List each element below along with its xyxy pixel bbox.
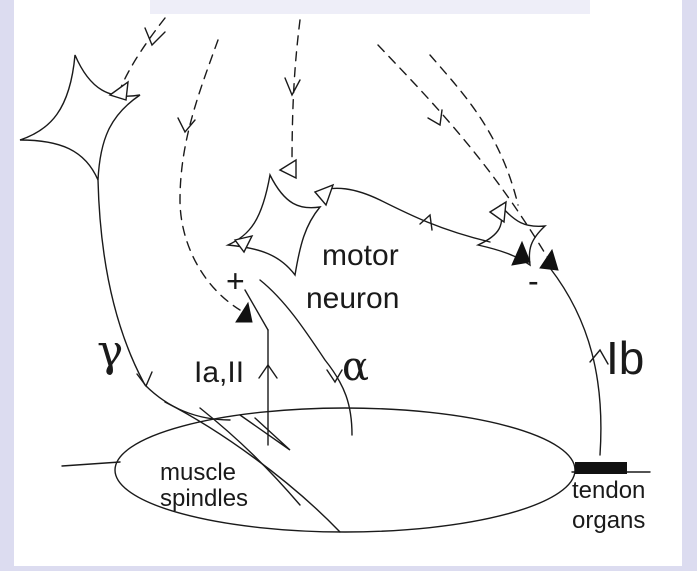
tendon-organ-bar (575, 462, 627, 474)
label-plus: + (226, 263, 245, 299)
label-motor: motor (322, 239, 399, 272)
label-spindles: spindles (160, 485, 248, 512)
label-minus: - (528, 263, 539, 299)
label-ib: Ib (606, 332, 644, 384)
label-alpha: α (342, 344, 369, 390)
label-muscle: muscle (160, 459, 236, 486)
label-tendon: tendon (572, 477, 645, 504)
label-organs: organs (572, 507, 645, 534)
label-ia-ii: Ia,II (194, 356, 244, 389)
label-neuron: neuron (306, 282, 399, 315)
label-gamma: γ (97, 326, 123, 377)
top-strip (150, 0, 590, 14)
